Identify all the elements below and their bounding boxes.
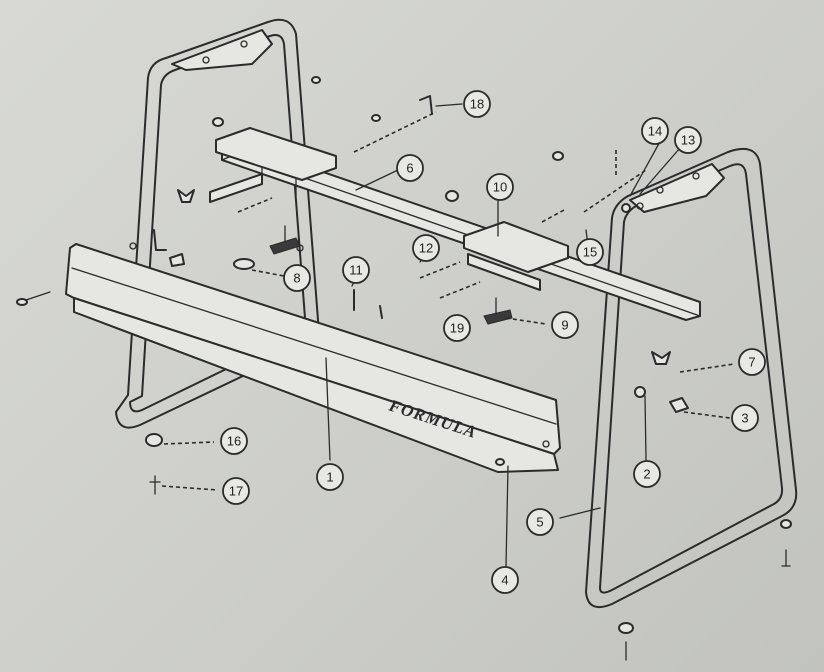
front-panel: FORMULA: [65, 243, 561, 473]
callout-12: 12: [412, 234, 440, 262]
callout-14-label: 14: [648, 124, 662, 139]
callout-19-label: 19: [450, 321, 464, 336]
callout-12-label: 12: [419, 241, 433, 256]
callout-15: 15: [576, 238, 604, 266]
callout-18-label: 18: [470, 97, 484, 112]
callout-2-label: 2: [643, 467, 650, 482]
callout-11: 11: [342, 256, 370, 284]
callout-4-label: 4: [501, 573, 508, 588]
callout-9: 9: [551, 311, 579, 339]
callout-15-label: 15: [583, 245, 597, 260]
callout-13-label: 13: [681, 133, 695, 148]
callout-5-label: 5: [536, 515, 543, 530]
hardware: [16, 76, 792, 661]
callout-6-label: 6: [406, 161, 413, 176]
callout-2: 2: [633, 460, 661, 488]
callout-5: 5: [526, 508, 554, 536]
callout-8: 8: [283, 264, 311, 292]
callout-7: 7: [738, 348, 766, 376]
callout-3-label: 3: [741, 411, 748, 426]
callout-13: 13: [674, 126, 702, 154]
callout-4: 4: [491, 566, 519, 594]
callout-1: 1: [316, 463, 344, 491]
leader-lines: [251, 103, 735, 567]
callout-10: 10: [486, 173, 514, 201]
callout-10-label: 10: [493, 180, 507, 195]
callout-11-label: 11: [349, 263, 363, 278]
callout-6: 6: [396, 154, 424, 182]
callout-3: 3: [731, 404, 759, 432]
callout-16-label: 16: [227, 434, 241, 449]
callout-8-label: 8: [293, 271, 300, 286]
callout-14: 14: [641, 117, 669, 145]
callout-17: 17: [222, 477, 250, 505]
cross-bar: [209, 127, 701, 321]
callout-19: 19: [443, 314, 471, 342]
callout-17-label: 17: [229, 484, 243, 499]
callout-16: 16: [220, 427, 248, 455]
callout-18: 18: [463, 90, 491, 118]
right-end-frame: [585, 148, 798, 608]
callout-1-label: 1: [326, 470, 333, 485]
callout-7-label: 7: [748, 355, 755, 370]
callout-9-label: 9: [561, 318, 568, 333]
